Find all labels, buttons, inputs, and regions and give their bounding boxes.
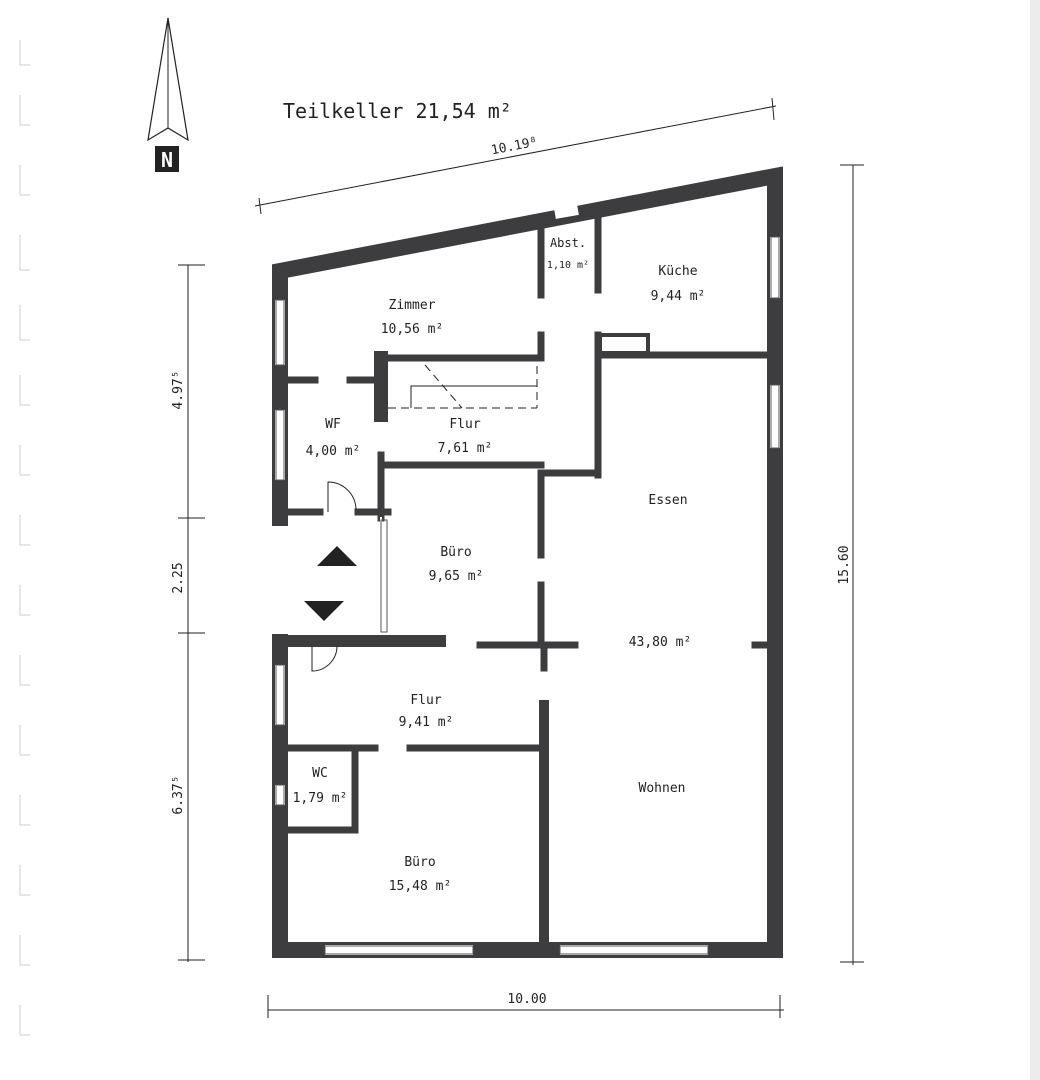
doors[interactable] bbox=[311, 481, 357, 672]
arrow-up-icon bbox=[317, 546, 357, 566]
binder-holes bbox=[19, 40, 30, 1036]
room-label: N bbox=[161, 148, 173, 172]
plan-title: Teilkeller 21,54 m² bbox=[283, 99, 512, 123]
dim-right: 15.60 bbox=[837, 545, 852, 584]
dimension-lines bbox=[178, 97, 864, 1018]
room-label: Büro bbox=[440, 545, 471, 560]
room-label: 9,44 m² bbox=[651, 289, 706, 304]
room-label: Büro bbox=[404, 855, 435, 870]
room-label: 43,80 m² bbox=[629, 635, 692, 650]
room-label: Zimmer bbox=[389, 298, 436, 313]
room-labels: Zimmer 10,56 m² Abst. 1,10 m² Küche 9,44… bbox=[293, 236, 706, 894]
outer-walls bbox=[272, 166, 783, 958]
room-label: 1,79 m² bbox=[293, 791, 348, 806]
kitchen-counter bbox=[598, 333, 650, 355]
room-label: Flur bbox=[449, 417, 480, 432]
room-label: 9,41 m² bbox=[399, 715, 454, 730]
room-label: Wohnen bbox=[639, 781, 686, 796]
window bbox=[380, 519, 388, 633]
room-label: WC bbox=[312, 766, 328, 781]
page-edge bbox=[1030, 0, 1040, 1080]
dim-bottom: 10.00 bbox=[507, 992, 546, 1007]
dim-left-lower: 6.37⁵ bbox=[171, 775, 186, 814]
arrow-down-icon bbox=[304, 601, 344, 621]
room-label: Flur bbox=[410, 693, 441, 708]
room-label: 4,00 m² bbox=[306, 444, 361, 459]
stairs bbox=[388, 364, 538, 409]
dim-left-middle: 2.25 bbox=[171, 562, 186, 593]
north-arrow-icon: N bbox=[147, 17, 189, 172]
room-label: 1,10 m² bbox=[547, 260, 589, 271]
room-label: 7,61 m² bbox=[438, 441, 493, 456]
room-label: 9,65 m² bbox=[429, 569, 484, 584]
room-label: 10,56 m² bbox=[381, 322, 444, 337]
dim-left-upper: 4.97⁵ bbox=[171, 370, 186, 409]
dim-top: 10.19⁸ bbox=[490, 135, 539, 159]
room-label: 15,48 m² bbox=[389, 879, 452, 894]
interior-walls bbox=[284, 211, 772, 945]
room-label: WF bbox=[325, 417, 341, 432]
room-label: Abst. bbox=[550, 236, 586, 250]
room-label: Essen bbox=[648, 493, 687, 508]
room-label: Küche bbox=[658, 264, 697, 279]
